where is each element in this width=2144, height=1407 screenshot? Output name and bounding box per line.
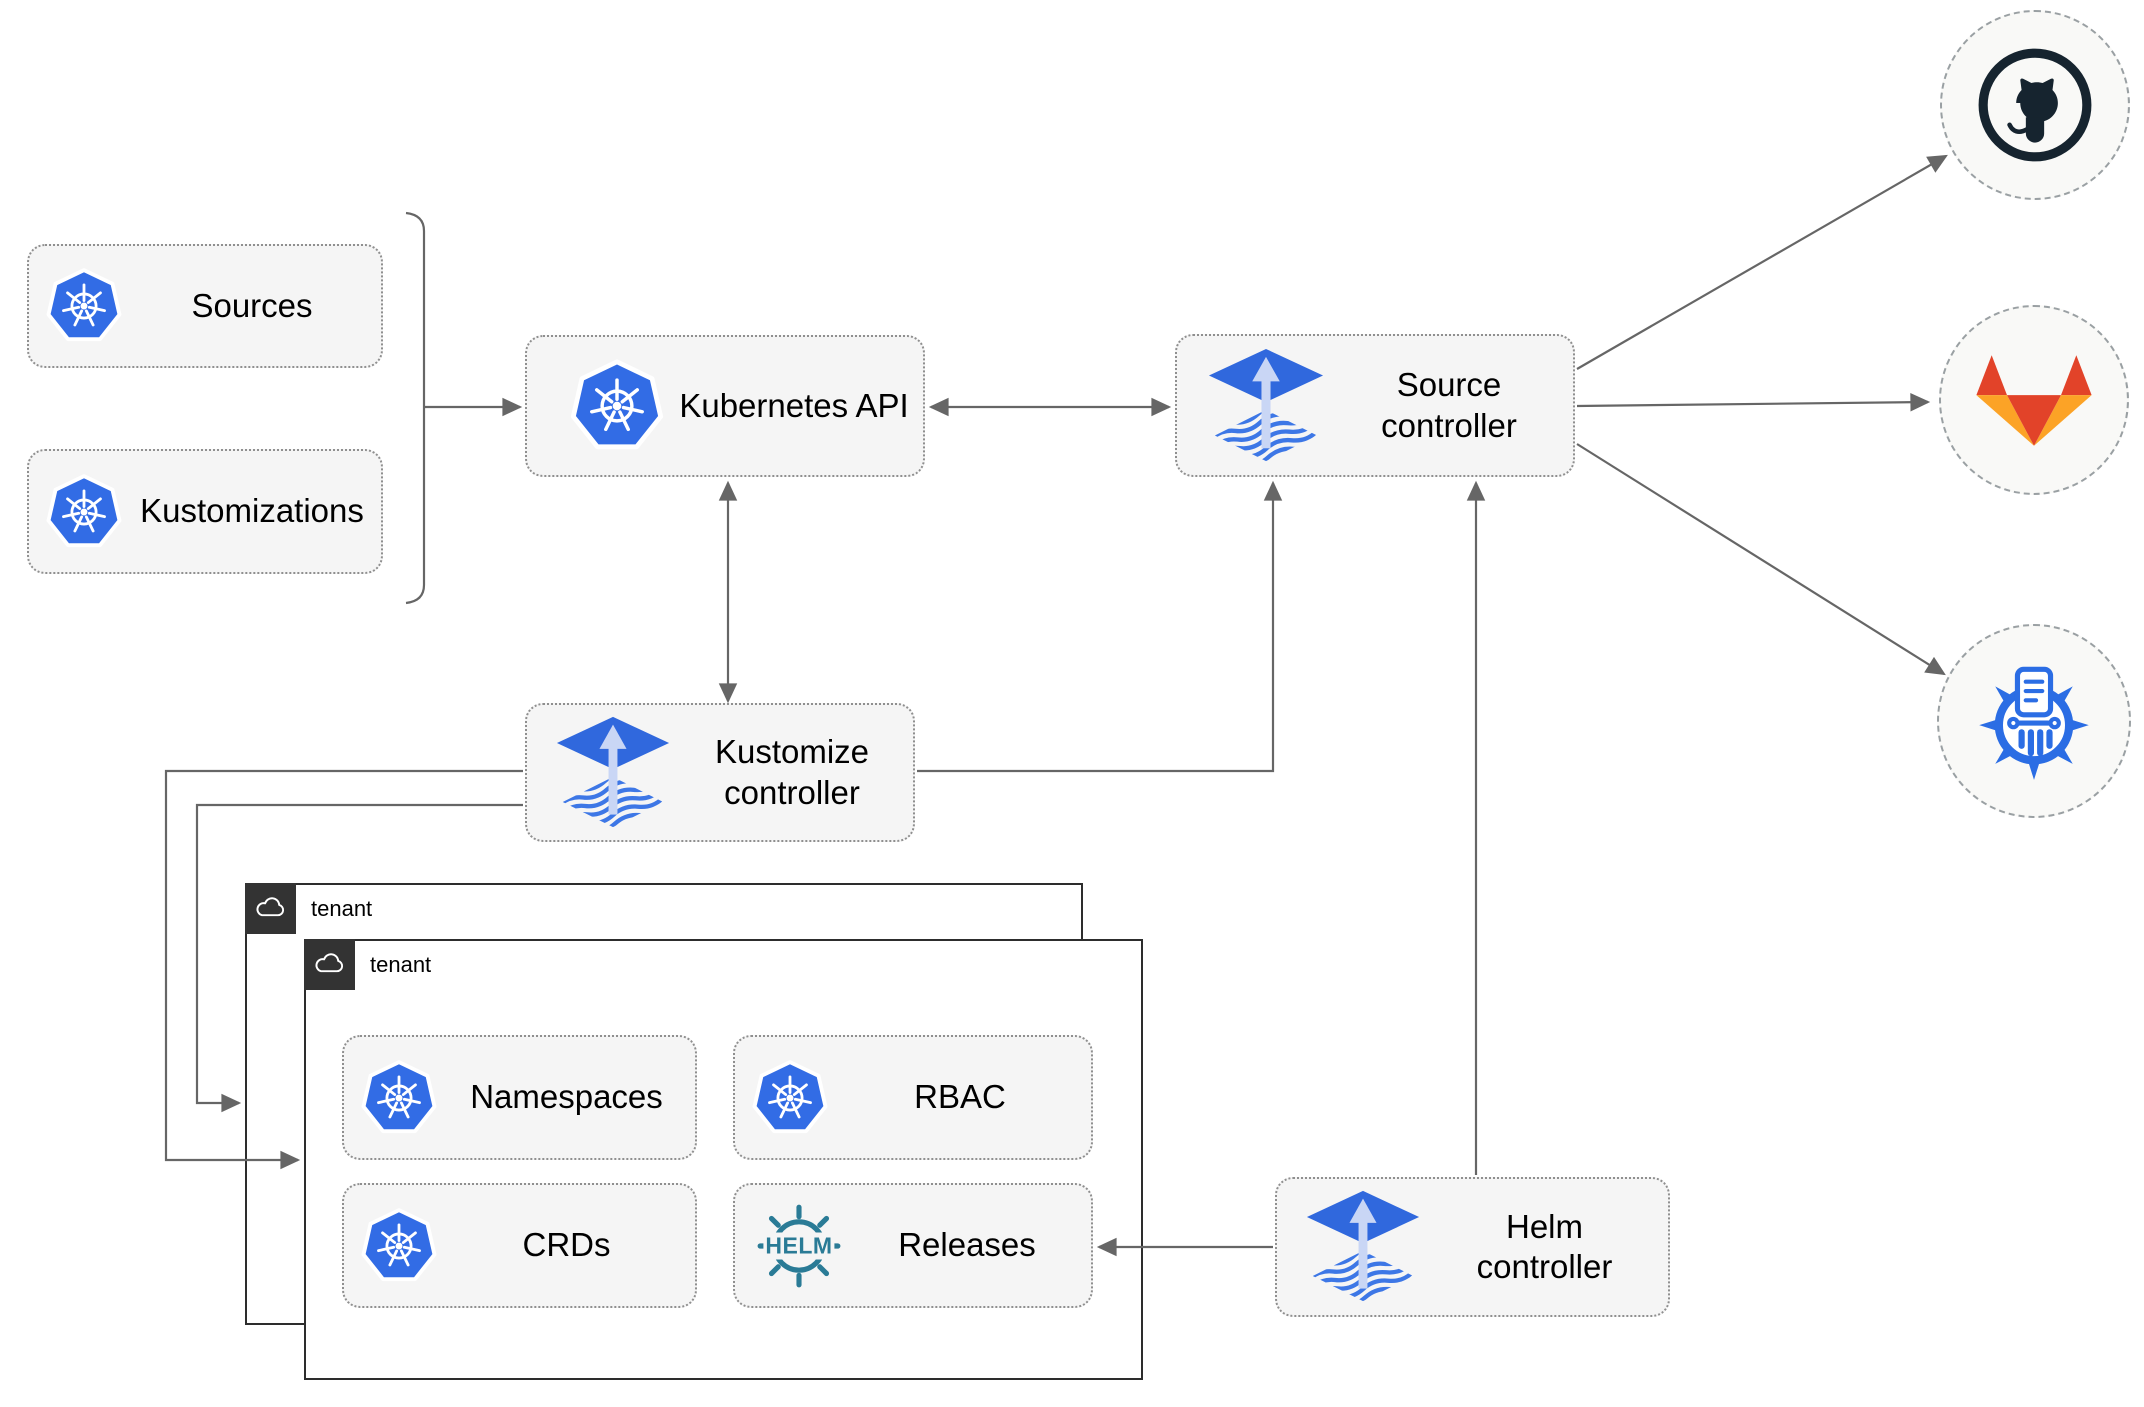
tenant-outer-tab	[244, 882, 296, 934]
node-kubernetes-api: Kubernetes API	[525, 335, 925, 477]
helm-icon: HELM	[755, 1202, 843, 1290]
kubernetes-icon	[569, 358, 665, 454]
kubernetes-icon	[45, 473, 123, 551]
node-releases: HELM Releases	[733, 1183, 1093, 1308]
node-rbac: RBAC	[733, 1035, 1093, 1160]
provider-chartmuseum	[1937, 624, 2131, 818]
provider-gitlab	[1939, 305, 2129, 495]
tenant-outer-label: tenant	[311, 896, 373, 921]
kubernetes-icon	[751, 1059, 829, 1137]
node-namespaces: Namespaces	[342, 1035, 697, 1160]
kubernetes-icon	[360, 1207, 438, 1285]
node-label: RBAC	[914, 1078, 1006, 1116]
edge-kustomize-source	[917, 480, 1283, 773]
node-label: Namespaces	[470, 1078, 663, 1116]
cloud-icon	[254, 896, 286, 920]
node-kustomize-controller: Kustomize controller	[525, 703, 915, 842]
node-helm-controller: Helm controller	[1275, 1177, 1670, 1317]
edge-source-github	[1576, 154, 1948, 370]
tenant-inner-tab	[303, 938, 355, 990]
node-label: Kubernetes API	[679, 386, 909, 424]
node-crds: CRDs	[342, 1183, 697, 1308]
edge-source-chartmuseum	[1576, 443, 1946, 676]
chartmuseum-icon	[1972, 659, 2096, 783]
node-kustomizations: Kustomizations	[27, 449, 383, 574]
node-label: Releases	[898, 1226, 1036, 1264]
edge-source-gitlab	[1576, 392, 1931, 412]
node-label: Helm controller	[1476, 1207, 1613, 1285]
flux-icon	[555, 715, 671, 831]
node-source-controller: Source controller	[1175, 334, 1575, 477]
tenant-inner-label: tenant	[370, 952, 432, 977]
flux-icon	[1305, 1189, 1421, 1305]
kubernetes-icon	[360, 1059, 438, 1137]
kubernetes-icon	[45, 267, 123, 345]
helm-logo-text: HELM	[763, 1232, 835, 1260]
node-label: Kustomizations	[140, 492, 364, 530]
node-label: Kustomize controller	[714, 733, 870, 811]
node-label: Sources	[191, 286, 313, 324]
flux-icon	[1207, 347, 1325, 465]
cloud-icon	[313, 952, 345, 976]
node-sources: Sources	[27, 244, 383, 368]
provider-github	[1940, 10, 2130, 200]
bracket-sources	[405, 211, 426, 605]
github-icon	[1974, 44, 2096, 166]
node-label: Source controller	[1381, 366, 1517, 444]
node-label: CRDs	[522, 1226, 611, 1264]
gitlab-icon	[1974, 353, 2094, 448]
